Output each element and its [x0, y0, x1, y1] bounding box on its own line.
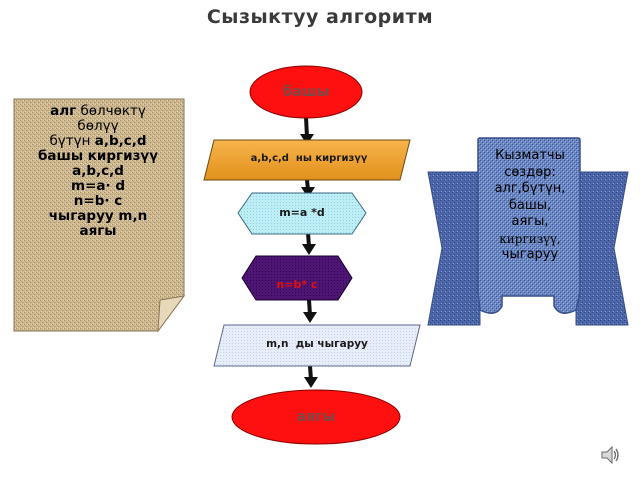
- end-terminal: [231, 389, 401, 445]
- note-line4: башы киргизүү: [37, 148, 159, 164]
- banner-line2: сөздөр:: [504, 164, 556, 180]
- output-label: m,n ды чыгаруу: [266, 338, 368, 350]
- process-m-label: m=a *d: [279, 206, 325, 219]
- process-m-block: [237, 192, 367, 235]
- banner-line4: башы,: [508, 197, 552, 213]
- process-n-block: [241, 255, 353, 301]
- input-label: a,b,c,d ны киргизүү: [250, 153, 368, 164]
- note-line7: n=b· c: [73, 193, 123, 209]
- note-line3-plain: бүтүн: [49, 133, 95, 149]
- banner-line7: чыгаруу: [501, 247, 559, 262]
- flow-arrows: [300, 116, 318, 388]
- page-title: Сызыктуу алгоритм: [206, 6, 434, 28]
- note-line1-bold: алг: [50, 103, 77, 119]
- note-line8: чыгаруу m,n: [48, 208, 148, 224]
- note-line1-rest: бөлчөктү: [76, 103, 146, 119]
- note-card: [13, 98, 186, 333]
- note-line9: аягы: [79, 223, 117, 239]
- output-block: [213, 324, 421, 367]
- banner-line1: Кызматчы: [495, 148, 565, 163]
- process-n-label: n=b* c: [276, 278, 318, 291]
- banner-text: Кызматчы сөздөр: алг,бүтүн, башы, аягы, …: [478, 148, 582, 264]
- keywords-banner: [427, 137, 629, 326]
- note-line2: бөлүү: [77, 118, 119, 134]
- start-terminal: [249, 65, 363, 119]
- end-label: аягы: [296, 409, 336, 425]
- speaker-icon[interactable]: [601, 445, 621, 468]
- start-label: башы: [282, 84, 330, 100]
- note-line3-bold: a,b,c,d: [94, 133, 147, 149]
- note-text: алг бөлчөктү бөлүү бүтүн a,b,c,d башы ки…: [18, 104, 178, 239]
- note-line5: a,b,c,d: [72, 163, 124, 179]
- banner-line5: аягы,: [511, 214, 549, 229]
- banner-line6: киргизүү,: [499, 231, 561, 246]
- note-line6: m=a· d: [71, 178, 125, 194]
- banner-line3: алг,бүтүн,: [494, 181, 566, 196]
- input-block: [203, 139, 411, 181]
